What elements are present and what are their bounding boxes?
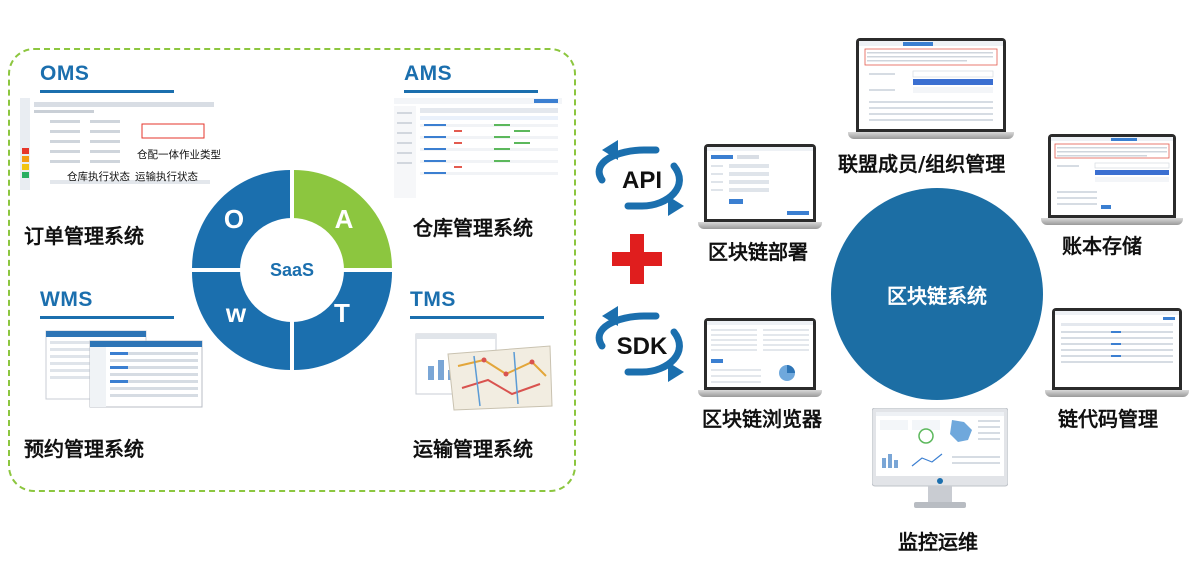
member-mgmt-label: 联盟成员/组织管理	[838, 152, 1006, 176]
member-mgmt-screen-content	[859, 41, 1003, 121]
ams-screenshot-graphic	[394, 98, 562, 198]
ams-name: 仓库管理系统	[413, 216, 533, 240]
ams-screenshot	[394, 98, 562, 198]
ledger-screen-content	[1051, 137, 1173, 209]
tms-screenshot	[414, 326, 554, 412]
deploy-laptop-base	[698, 222, 822, 229]
browser-screen-content	[707, 321, 813, 383]
deploy-laptop-screen	[704, 144, 816, 222]
oms-screenshot	[20, 98, 218, 190]
wms-screenshot	[44, 325, 204, 409]
oms-abbr: OMS	[40, 62, 90, 85]
ledger-screen	[1048, 134, 1176, 218]
api-connector: API	[595, 140, 684, 216]
api-bottom-arc	[624, 162, 683, 210]
sdk-bottom-arc	[624, 328, 683, 376]
ledger-base	[1041, 218, 1183, 225]
wheel-center-label: SaaS	[270, 260, 314, 280]
oms-thumb-text-1: 仓配一体作业类型	[137, 149, 221, 161]
monitoring-label: 监控运维	[898, 530, 978, 554]
tms-screenshot-graphic	[415, 333, 553, 411]
wheel-center	[240, 218, 344, 322]
api-left-arrowhead	[602, 140, 618, 160]
oms-rule	[40, 90, 174, 93]
chaincode-base	[1045, 390, 1189, 397]
sdk-right-arrowhead	[668, 362, 684, 382]
blockchain-system-label: 区块链系统	[887, 283, 987, 308]
wheel-letter-a: A	[335, 204, 354, 234]
sdk-left-arrowhead	[602, 306, 618, 326]
api-right-arrowhead	[668, 196, 684, 216]
oms-thumb-text-2: 仓库执行状态	[67, 171, 130, 183]
member-mgmt-screen	[856, 38, 1006, 132]
tms-rule	[410, 316, 544, 319]
deploy-laptop	[698, 144, 822, 229]
member-mgmt-laptop	[848, 38, 1014, 139]
wms-rule	[40, 316, 174, 319]
api-top-arc	[595, 146, 660, 184]
tms-abbr: TMS	[410, 288, 456, 311]
saas-wheel: O A w T SaaS	[192, 170, 392, 370]
ledger-laptop	[1041, 134, 1183, 225]
browser-label: 区块链浏览器	[702, 407, 822, 431]
chaincode-screen	[1052, 308, 1182, 390]
chaincode-screen-content	[1055, 311, 1179, 363]
browser-laptop-base	[698, 390, 822, 397]
oms-name: 订单管理系统	[24, 224, 144, 248]
browser-laptop	[698, 318, 822, 397]
saas-panel-border	[8, 48, 576, 492]
ams-abbr: AMS	[404, 62, 453, 85]
deploy-screen-content	[707, 147, 813, 215]
tms-name: 运输管理系统	[413, 437, 533, 461]
oms-screenshot-graphic	[20, 98, 218, 190]
wheel-letter-o: O	[224, 204, 244, 234]
wheel-letter-w: w	[225, 298, 247, 328]
wheel-letter-t: T	[334, 298, 350, 328]
plus-icon	[612, 234, 662, 284]
chaincode-label: 链代码管理	[1058, 407, 1158, 431]
deploy-label: 区块链部署	[708, 240, 808, 264]
sdk-connector: SDK	[595, 306, 684, 382]
ledger-label: 账本存储	[1062, 234, 1142, 258]
wms-name: 预约管理系统	[24, 437, 144, 461]
api-label: API	[622, 167, 662, 194]
blockchain-system-circle: 区块链系统	[831, 188, 1043, 400]
monitoring-monitor-graphic	[871, 407, 1009, 508]
ams-rule	[404, 90, 538, 93]
wms-abbr: WMS	[40, 288, 93, 311]
wms-screenshot-graphic	[45, 330, 203, 408]
sdk-top-arc	[595, 312, 660, 350]
browser-laptop-screen	[704, 318, 816, 390]
monitoring-monitor	[871, 407, 1009, 514]
oms-thumb-text-3: 运输执行状态	[135, 171, 198, 183]
sdk-label: SDK	[617, 333, 668, 360]
chaincode-laptop	[1045, 308, 1189, 397]
member-mgmt-base	[848, 132, 1014, 139]
